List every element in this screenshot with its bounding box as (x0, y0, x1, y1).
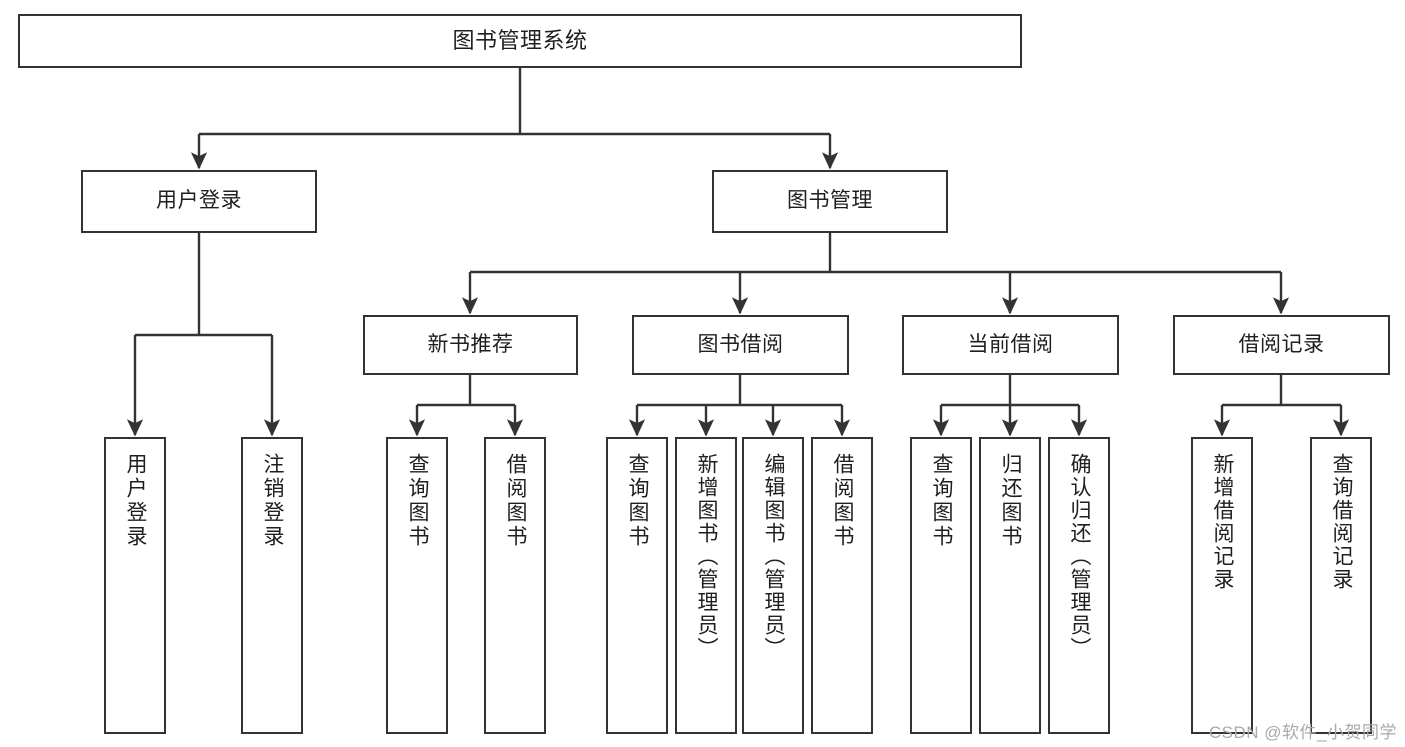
node-label: 查询图书 (626, 453, 650, 549)
node-label: 查询借阅记录 (1330, 453, 1354, 591)
node-user-login[interactable]: 用户登录 (81, 170, 317, 233)
node-label: 用户登录 (156, 189, 242, 213)
node-label: 借阅图书 (831, 453, 855, 549)
node-label: 图书管理系统 (452, 28, 588, 54)
node-label: 新增借阅记录 (1211, 453, 1235, 591)
node-label: 查询图书 (406, 453, 430, 549)
node-label: 注销登录 (261, 453, 285, 549)
node-label: 借阅图书 (504, 453, 528, 549)
node-new-book-recommendation[interactable]: 新书推荐 (363, 315, 578, 375)
node-root-library-management-system[interactable]: 图书管理系统 (18, 14, 1022, 68)
node-leaf-logout[interactable]: 注销登录 (241, 437, 303, 734)
node-current-borrowing[interactable]: 当前借阅 (902, 315, 1119, 375)
node-leaf-borrow-books-recommend[interactable]: 借阅图书 (484, 437, 546, 734)
node-label: 当前借阅 (967, 332, 1054, 356)
node-leaf-return-books[interactable]: 归还图书 (979, 437, 1041, 734)
node-label: 查询图书 (930, 453, 954, 549)
node-leaf-borrow-books[interactable]: 借阅图书 (811, 437, 873, 734)
node-leaf-user-login[interactable]: 用户登录 (104, 437, 166, 734)
node-leaf-edit-book-admin[interactable]: 编辑图书（管理员） (742, 437, 804, 734)
node-book-borrowing[interactable]: 图书借阅 (632, 315, 849, 375)
node-label: 确认归还（管理员） (1068, 453, 1092, 660)
node-leaf-query-books-current[interactable]: 查询图书 (910, 437, 972, 734)
node-label: 用户登录 (124, 453, 148, 549)
node-label: 归还图书 (999, 453, 1023, 549)
node-label: 新书推荐 (427, 332, 514, 356)
node-leaf-confirm-return-admin[interactable]: 确认归还（管理员） (1048, 437, 1110, 734)
node-label: 图书管理 (787, 189, 873, 213)
node-leaf-add-borrow-record[interactable]: 新增借阅记录 (1191, 437, 1253, 734)
node-label: 借阅记录 (1238, 332, 1325, 356)
node-leaf-query-books-borrow[interactable]: 查询图书 (606, 437, 668, 734)
node-borrowing-records[interactable]: 借阅记录 (1173, 315, 1390, 375)
csdn-watermark: CSDN @软件_小贺同学 (1208, 723, 1397, 742)
node-leaf-query-borrow-record[interactable]: 查询借阅记录 (1310, 437, 1372, 734)
node-label: 编辑图书（管理员） (762, 453, 786, 660)
node-label: 图书借阅 (697, 332, 784, 356)
node-book-management[interactable]: 图书管理 (712, 170, 948, 233)
node-leaf-add-book-admin[interactable]: 新增图书（管理员） (675, 437, 737, 734)
node-leaf-query-books-recommend[interactable]: 查询图书 (386, 437, 448, 734)
node-label: 新增图书（管理员） (695, 453, 719, 660)
